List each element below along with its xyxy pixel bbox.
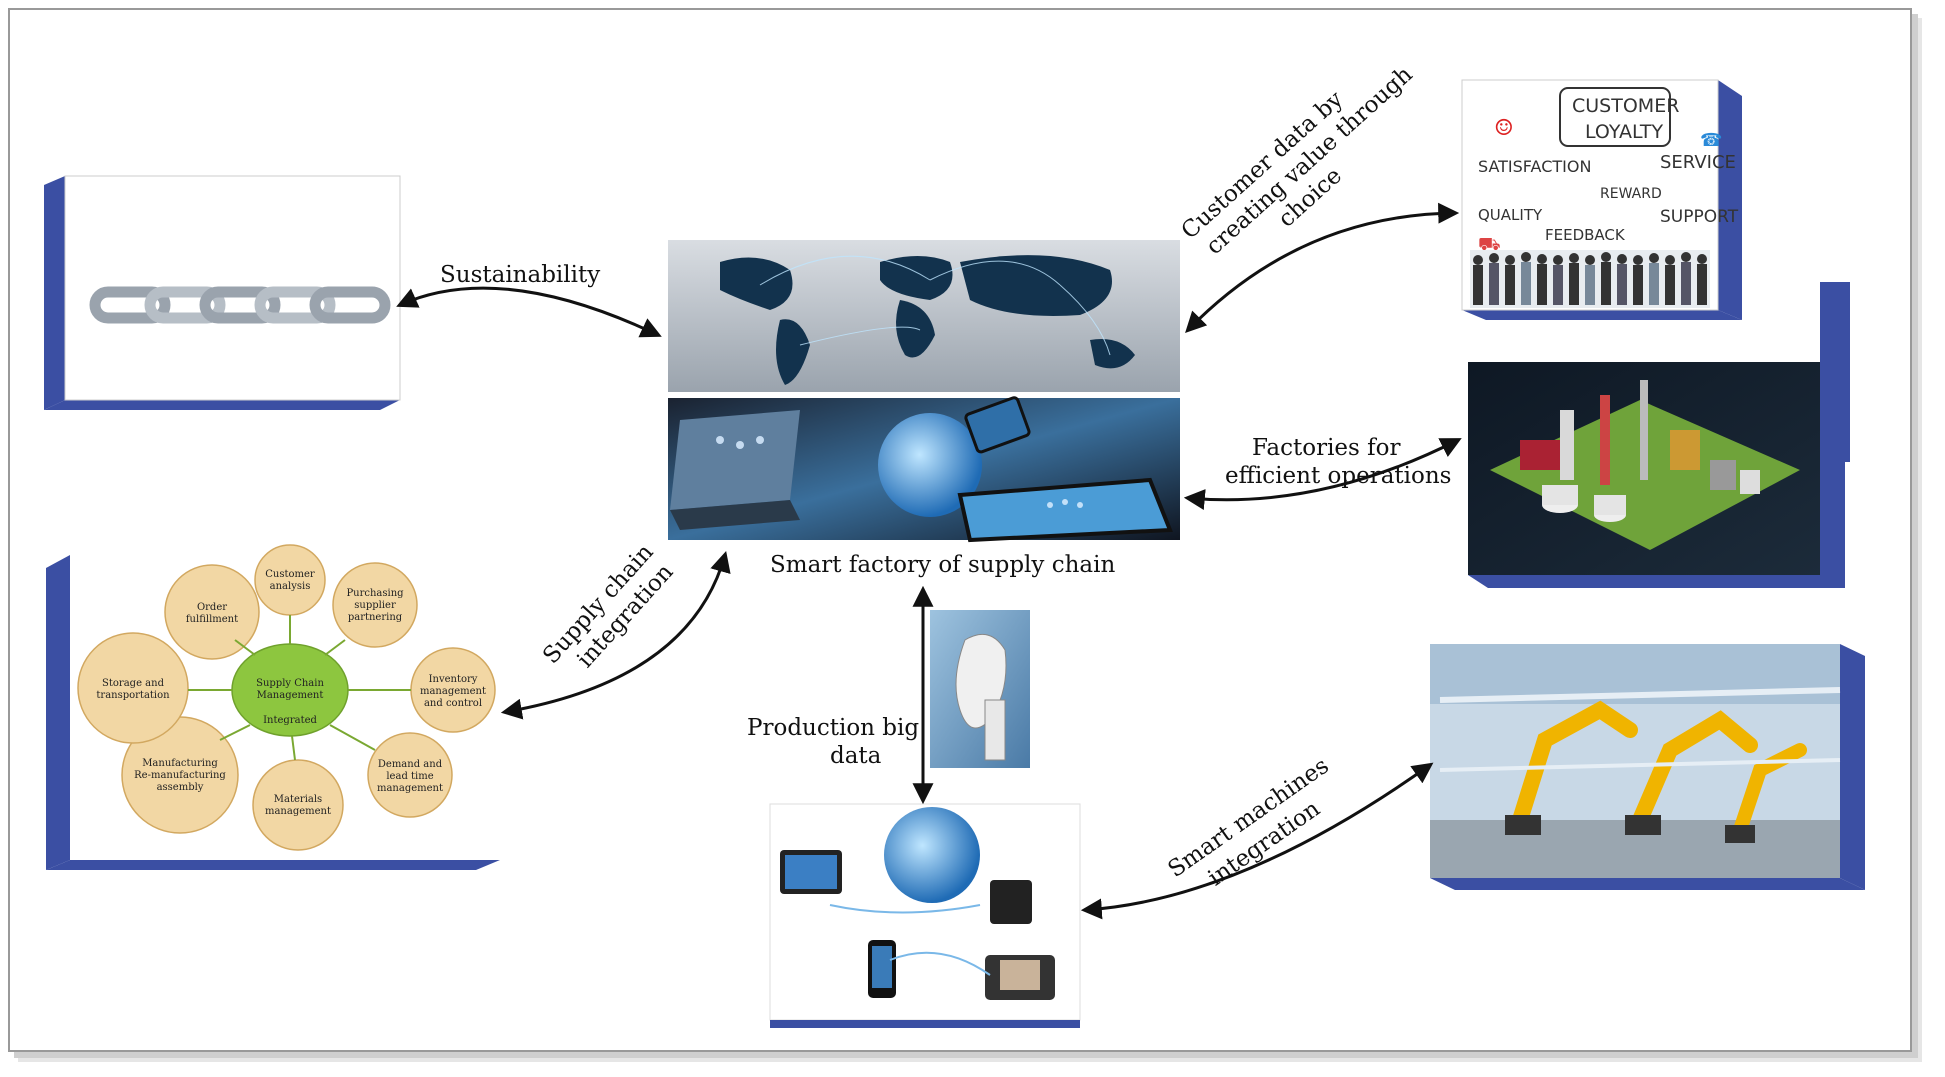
scm-inventory-3: and control — [424, 698, 482, 709]
scm-purchasing-2: supplier — [354, 600, 396, 611]
arrow-sustainability — [396, 286, 662, 338]
desk-phone-icon — [990, 880, 1032, 924]
loyalty-support: SUPPORT — [1660, 207, 1739, 227]
world-map-image — [668, 240, 1180, 392]
scm-manufacturing-1: Manufacturing — [142, 758, 218, 769]
scm-connectors — [188, 615, 411, 761]
phone-icon: ☎ — [1700, 130, 1722, 151]
scm-manufacturing-2: Re-manufacturing — [134, 770, 226, 781]
center-caption: Smart factory of supply chain — [770, 552, 1115, 578]
scm-demand-3: management — [377, 783, 443, 794]
label-factories-line2: efficient operations — [1225, 463, 1451, 489]
tablet-icon — [957, 477, 1173, 543]
laptop-icon — [670, 410, 800, 510]
label-customer-line2: creating value through — [1201, 61, 1417, 260]
scm-manufacturing-3: assembly — [157, 782, 204, 793]
scm-center-2: Supply Chain — [256, 678, 324, 689]
scm-customer-2: analysis — [270, 581, 311, 592]
scm-node-materials — [252, 759, 344, 851]
factory-panel — [1468, 282, 1850, 588]
loyalty-customer: CUSTOMER — [1572, 95, 1679, 117]
scm-center-1: Integrated — [263, 715, 317, 726]
scm-center-3: Management — [257, 690, 324, 701]
loyalty-quality: QUALITY — [1478, 206, 1543, 224]
label-production-line1: Production big — [747, 715, 919, 741]
scm-node-demand — [367, 732, 453, 818]
crowd-icon — [1470, 250, 1710, 308]
robot-hand-image — [930, 610, 1030, 768]
scm-inventory-1: Inventory — [429, 674, 478, 685]
smile-icon: ☺ — [1494, 116, 1514, 141]
globe-icon — [878, 413, 982, 517]
scm-materials-1: Materials — [274, 794, 322, 805]
loyalty-satisfaction: SATISFACTION — [1478, 157, 1591, 176]
scm-storage-2: transportation — [96, 690, 170, 701]
scm-node-customer — [254, 544, 326, 616]
label-sustainability: Sustainability — [440, 262, 600, 288]
sustainability-panel — [44, 175, 401, 410]
arrow-smart-machines — [1080, 762, 1434, 920]
label-smart-machines: Smart machines integration — [1164, 753, 1334, 892]
globe-device-icon — [884, 807, 980, 903]
devices-panel — [769, 803, 1081, 1028]
scm-order-2: fulfillment — [186, 614, 238, 625]
cart-icon: ⛟ — [1478, 234, 1501, 255]
scm-demand-1: Demand and — [378, 759, 443, 770]
scm-purchasing-3: partnering — [348, 612, 403, 623]
label-customer-data: Customer data by creating value through … — [1177, 61, 1418, 260]
scm-customer-1: Customer — [265, 569, 315, 580]
phone-device-icon — [964, 396, 1031, 454]
loyalty-reward: REWARD — [1600, 186, 1662, 202]
scm-demand-2: lead time — [386, 771, 433, 782]
scm-node-order — [164, 564, 260, 660]
label-supply-chain: Supply chain integration — [538, 539, 678, 673]
scm-node-storage — [77, 632, 189, 744]
technology-network-image — [668, 396, 1180, 543]
scm-node-purchasing — [332, 562, 418, 648]
smart-machines-panel — [1430, 644, 1865, 890]
loyalty-service: SERVICE — [1660, 152, 1736, 173]
scm-purchasing-1: Purchasing — [346, 588, 404, 599]
scm-diagram — [77, 544, 496, 851]
label-factories-line1: Factories for — [1252, 435, 1401, 461]
customer-loyalty-panel: CUSTOMER LOYALTY SATISFACTION SERVICE RE… — [1461, 79, 1742, 320]
scm-materials-2: management — [265, 806, 331, 817]
loyalty-loyalty: LOYALTY — [1585, 121, 1664, 143]
arrow-customer — [1185, 202, 1460, 334]
loyalty-feedback: FEEDBACK — [1545, 226, 1626, 244]
scm-order-1: Order — [197, 602, 227, 613]
chain-icon — [89, 286, 391, 324]
arrow-supply-chain — [500, 550, 731, 720]
scm-inventory-2: management — [420, 686, 486, 697]
factory-illustration — [1490, 380, 1800, 550]
arrow-factories — [1183, 438, 1462, 510]
robot-arms-illustration — [1430, 644, 1841, 878]
label-production-line2: data — [830, 743, 882, 769]
scm-storage-1: Storage and — [102, 678, 165, 689]
